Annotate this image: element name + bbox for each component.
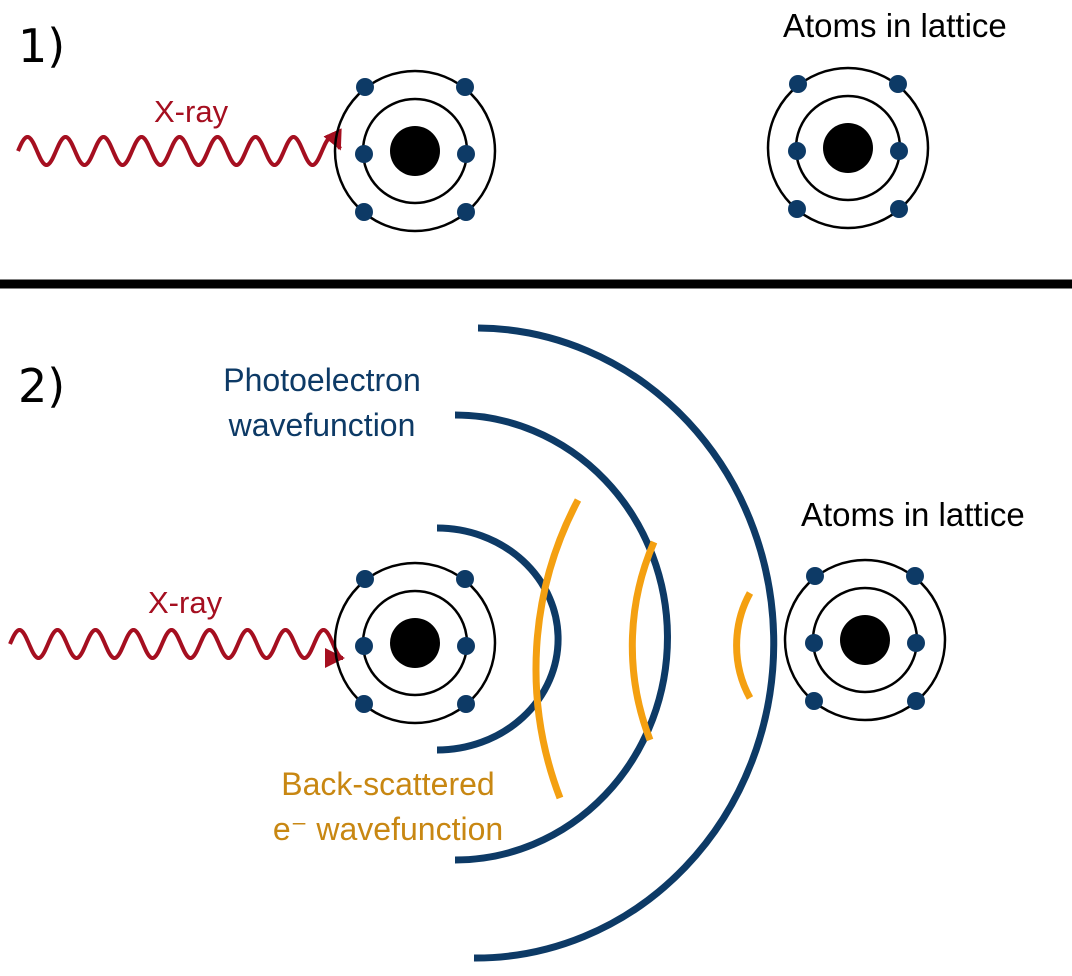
electron-icon bbox=[889, 75, 907, 93]
electron-icon bbox=[890, 142, 908, 160]
outer-orbit bbox=[333, 561, 497, 725]
panel-2-neighbor-atom-icon bbox=[783, 558, 947, 722]
photoelectron-label-line1: Photoelectron bbox=[223, 362, 420, 398]
electron-icon bbox=[457, 695, 475, 713]
nucleus-icon bbox=[390, 618, 440, 668]
electron-icon bbox=[457, 637, 475, 655]
photoelectron-label-line2: wavefunction bbox=[228, 407, 416, 443]
panel-1-xray-label: X-ray bbox=[154, 94, 229, 129]
photoelectron-wavefront-large bbox=[473, 324, 778, 962]
photoelectron-wavefront-small bbox=[436, 524, 562, 754]
nucleus-icon bbox=[823, 123, 873, 173]
photoelectron-wavefront-medium bbox=[454, 411, 671, 864]
panel-1-number: 1) bbox=[18, 19, 65, 73]
electron-icon bbox=[355, 145, 373, 163]
electron-icon bbox=[355, 695, 373, 713]
electron-icon bbox=[805, 634, 823, 652]
panel-1-neighbor-atom-icon bbox=[766, 66, 930, 230]
electron-icon bbox=[890, 200, 908, 218]
electron-icon bbox=[457, 145, 475, 163]
electron-icon bbox=[907, 692, 925, 710]
electron-icon bbox=[906, 567, 924, 585]
outer-orbit bbox=[333, 69, 497, 233]
panel-1-xray-wave-icon bbox=[16, 128, 342, 167]
electron-icon bbox=[355, 637, 373, 655]
panel-2-number: 2) bbox=[18, 359, 65, 413]
backscattered-label-line1: Back-scattered bbox=[281, 766, 494, 802]
electron-icon bbox=[457, 203, 475, 221]
panel-2-xray-wave-icon bbox=[8, 628, 345, 668]
electron-icon bbox=[355, 203, 373, 221]
outer-orbit bbox=[766, 66, 930, 230]
outer-orbit bbox=[783, 558, 947, 722]
electron-icon bbox=[805, 692, 823, 710]
electron-icon bbox=[907, 634, 925, 652]
backscattered-wavefront-medium bbox=[628, 540, 658, 742]
panel-2-atoms-label: Atoms in lattice bbox=[801, 496, 1025, 533]
panel-2-xray-label: X-ray bbox=[148, 585, 223, 620]
nucleus-icon bbox=[390, 126, 440, 176]
electron-icon bbox=[806, 567, 824, 585]
electron-icon bbox=[788, 142, 806, 160]
backscattered-wavefront-small bbox=[733, 591, 754, 700]
electron-icon bbox=[788, 200, 806, 218]
electron-icon bbox=[456, 78, 474, 96]
panel-1-atoms-label: Atoms in lattice bbox=[783, 7, 1007, 44]
electron-icon bbox=[789, 75, 807, 93]
nucleus-icon bbox=[840, 615, 890, 665]
panel-1: 1) Atoms in lattice X-ray bbox=[16, 7, 1007, 233]
panel-1-absorbing-atom-icon bbox=[333, 69, 497, 233]
electron-icon bbox=[456, 570, 474, 588]
backscattered-wavefront-large bbox=[532, 498, 582, 800]
panel-2-absorbing-atom-icon bbox=[333, 561, 497, 725]
electron-icon bbox=[356, 570, 374, 588]
electron-icon bbox=[356, 78, 374, 96]
backscattered-label-line2: e⁻ wavefunction bbox=[273, 811, 503, 847]
panel-2: 2) Photoelectron wavefunction Atoms in l… bbox=[8, 324, 1025, 962]
